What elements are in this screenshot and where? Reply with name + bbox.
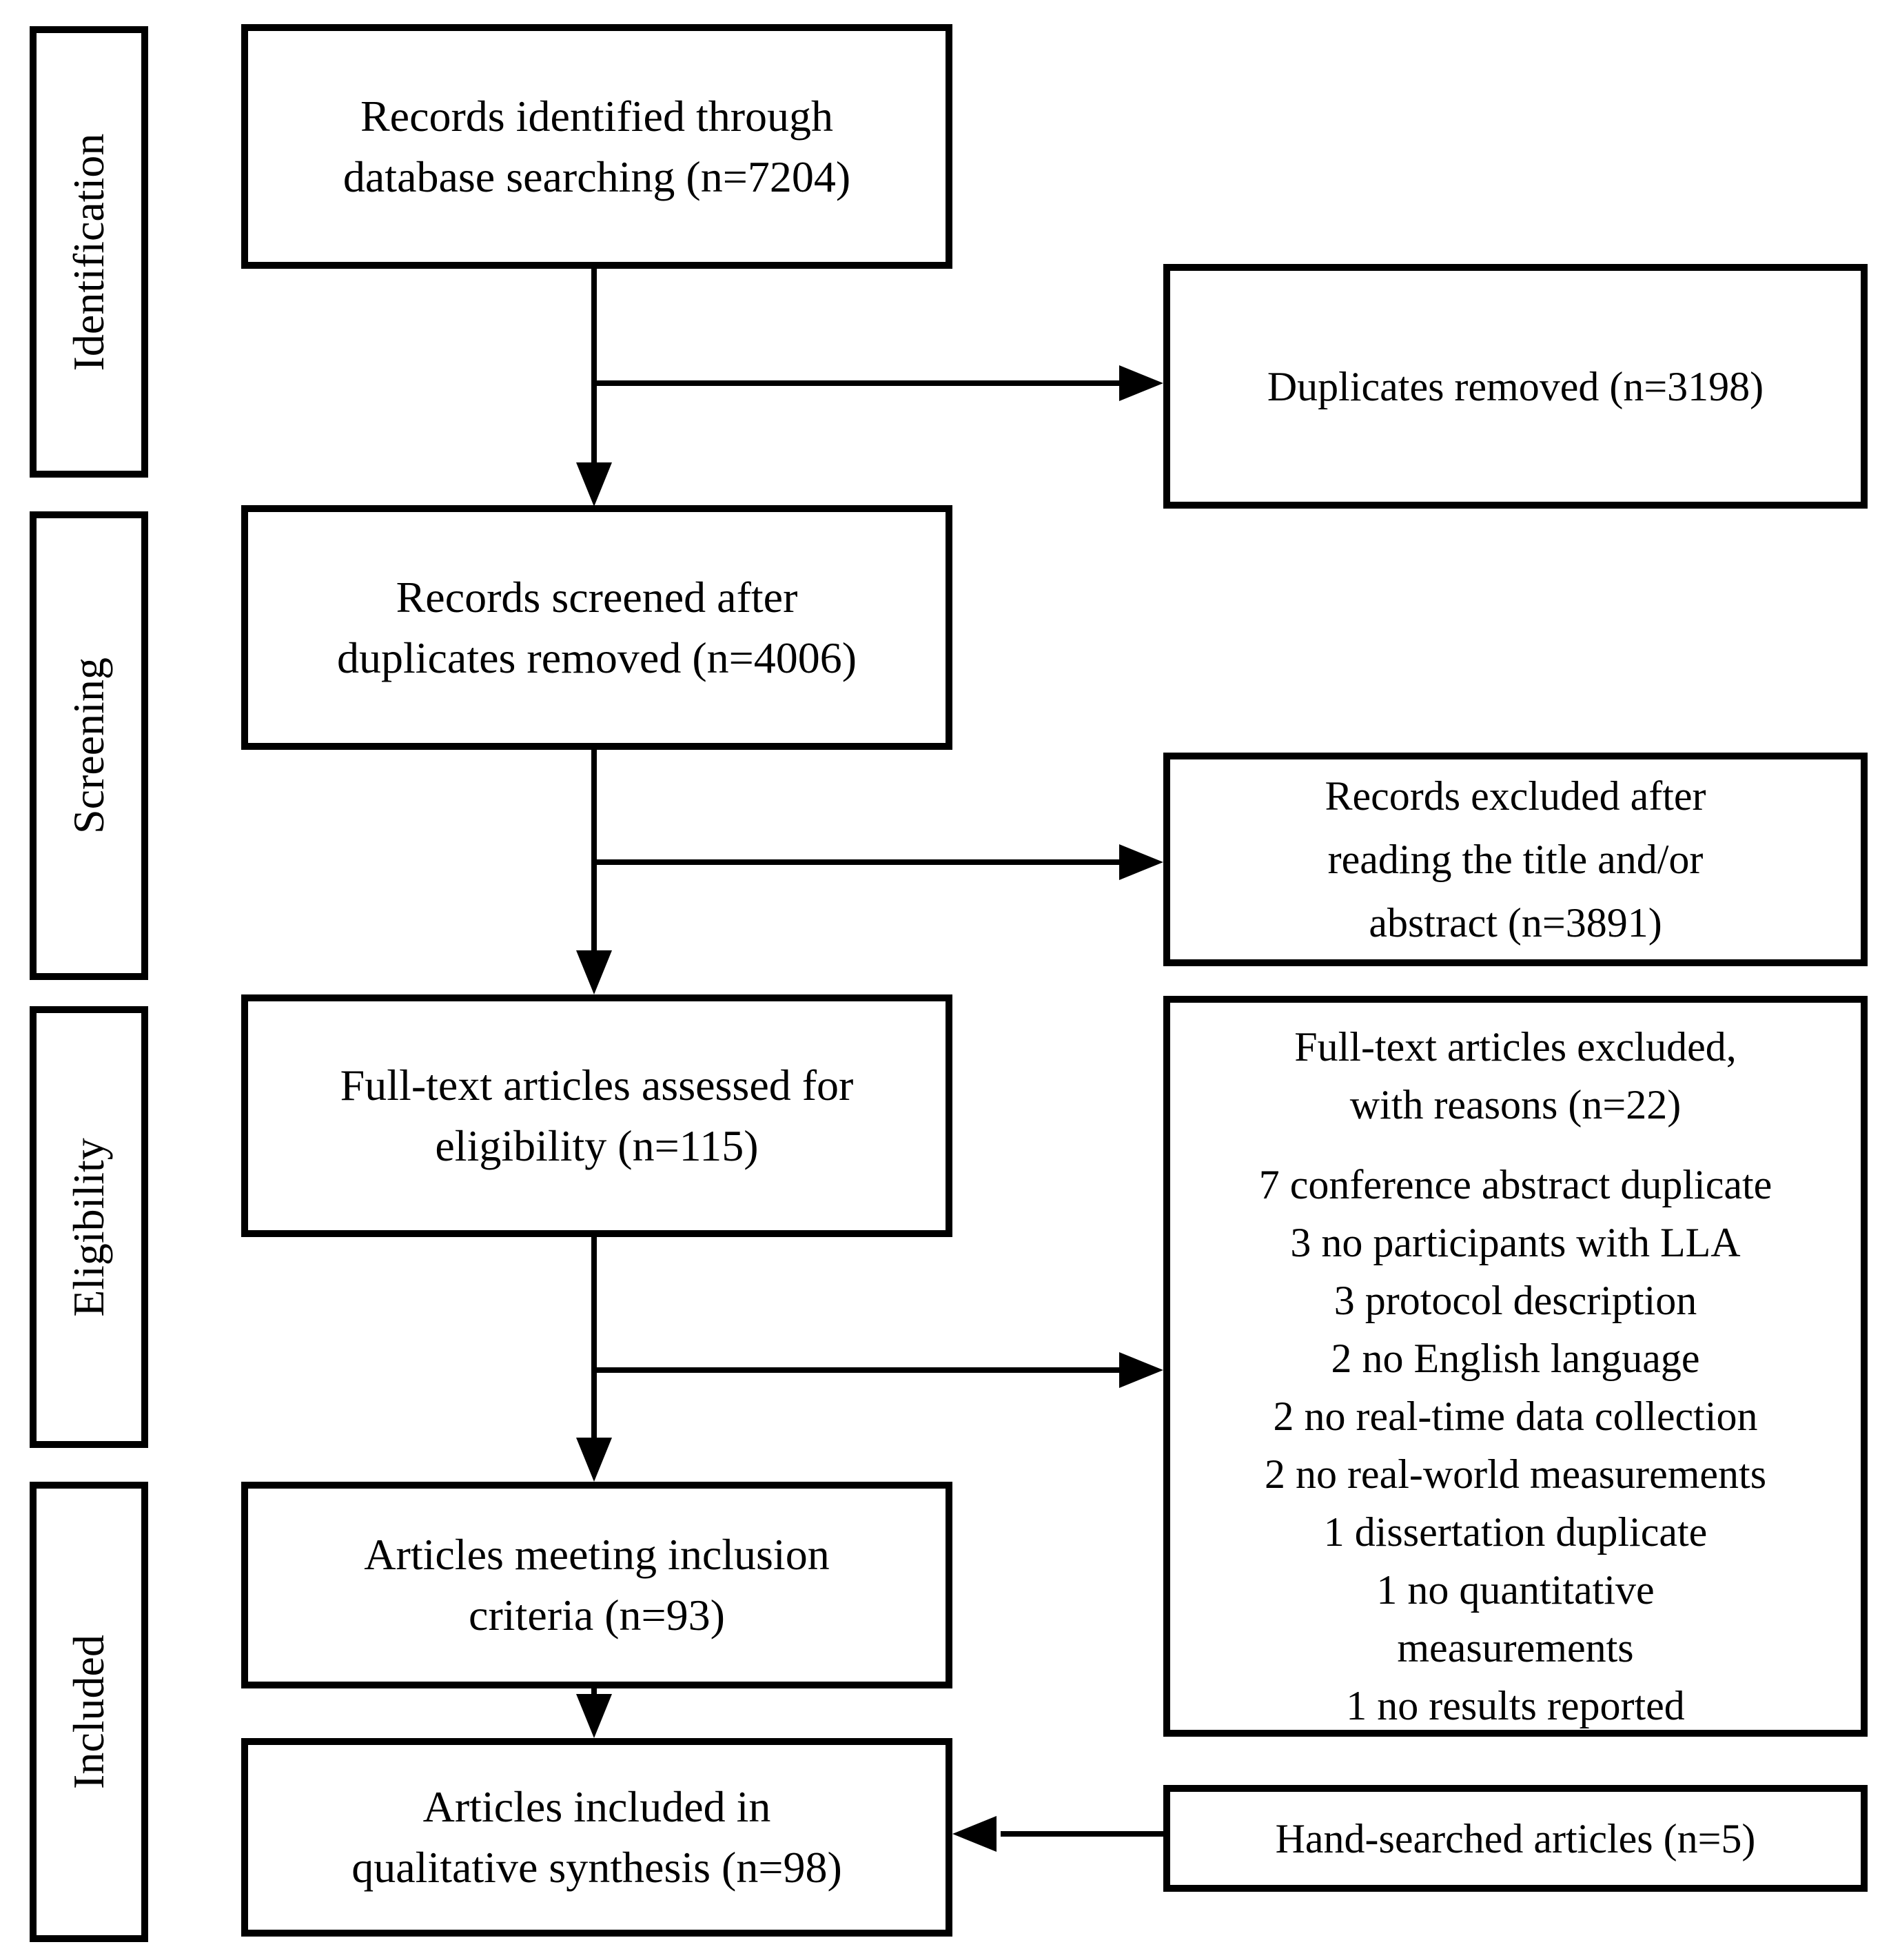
box-included-synthesis-line2: qualitative synthesis (n=98) [351,1843,842,1892]
exclusion-reason: 3 no participants with LLA [1290,1220,1741,1265]
connector-branch-to-duplicates [591,380,1123,386]
box-included-synthesis-line1: Articles included in [422,1782,771,1831]
fulltext-excluded-header-line1: Full-text articles excluded, [1294,1024,1737,1070]
exclusion-reason: 1 no quantitative [1376,1567,1655,1613]
exclusion-reason: 2 no real-time data collection [1273,1394,1758,1439]
stage-box-screening: Screening [30,511,148,980]
box-fulltext-excluded: Full-text articles excluded, with reason… [1163,996,1868,1737]
box-hand-searched-line1: Hand-searched articles (n=5) [1275,1815,1756,1861]
arrowhead-down-into-inclusion [576,1438,612,1482]
box-duplicates-removed-line1: Duplicates removed (n=3198) [1267,363,1764,409]
connector-stem-inclusion-to-synthesis [591,1688,597,1697]
box-meeting-inclusion-line2: criteria (n=93) [469,1591,725,1640]
box-records-identified-line2: database searching (n=7204) [343,152,851,201]
connector-branch-to-records-excluded [591,859,1123,865]
fulltext-excluded-header-line2: with reasons (n=22) [1349,1082,1682,1127]
arrowhead-right-into-fulltext-excluded [1119,1352,1163,1388]
box-meeting-inclusion-line1: Articles meeting inclusion [364,1530,830,1579]
box-duplicates-removed: Duplicates removed (n=3198) [1163,264,1868,509]
arrowhead-left-into-synthesis [952,1816,997,1852]
box-included-synthesis: Articles included in qualitative synthes… [241,1738,952,1937]
exclusion-reason: measurements [1397,1625,1634,1671]
stage-label-screening: Screening [64,657,113,834]
fulltext-excluded-reasons: 7 conference abstract duplicate 3 no par… [1259,1156,1772,1735]
box-fulltext-assessed-line1: Full-text articles assessed for [340,1061,854,1110]
box-records-identified: Records identified through database sear… [241,24,952,269]
box-records-screened-line1: Records screened after [396,572,798,622]
arrowhead-right-into-records-excluded [1119,844,1163,880]
box-records-excluded-line2: reading the title and/or [1327,837,1704,882]
connector-stem-screened-to-assessed [591,750,597,950]
connector-stem-assessed-to-inclusion [591,1237,597,1438]
box-meeting-inclusion: Articles meeting inclusion criteria (n=9… [241,1482,952,1688]
connector-stem-identified-to-screened [591,269,597,465]
box-records-screened-line2: duplicates removed (n=4006) [336,633,857,682]
stage-box-eligibility: Eligibility [30,1006,148,1448]
stage-label-eligibility: Eligibility [64,1137,113,1317]
connector-hand-searched-to-synthesis [1001,1831,1163,1837]
exclusion-reason: 2 no real-world measurements [1264,1451,1767,1497]
stage-box-included: Included [30,1482,148,1942]
fulltext-excluded-header: Full-text articles excluded, with reason… [1294,1018,1736,1134]
exclusion-reason: 1 no results reported [1346,1683,1685,1728]
box-fulltext-assessed: Full-text articles assessed for eligibil… [241,994,952,1237]
arrowhead-down-into-synthesis [576,1694,612,1738]
arrowhead-down-into-screened [576,462,612,507]
exclusion-reason: 1 dissertation duplicate [1323,1509,1708,1555]
connector-branch-to-fulltext-excluded [591,1367,1123,1373]
stage-label-identification: Identification [64,133,113,371]
stage-label-included: Included [64,1635,113,1789]
arrowhead-down-into-assessed [576,950,612,994]
exclusion-reason: 2 no English language [1331,1336,1700,1381]
box-records-identified-line1: Records identified through [360,91,834,141]
arrowhead-right-into-duplicates [1119,365,1163,401]
stage-box-identification: Identification [30,26,148,478]
box-records-excluded-line3: abstract (n=3891) [1369,900,1662,946]
box-fulltext-assessed-line2: eligibility (n=115) [435,1121,759,1170]
box-records-screened: Records screened after duplicates remove… [241,505,952,750]
box-records-excluded: Records excluded after reading the title… [1163,753,1868,966]
exclusion-reason: 7 conference abstract duplicate [1258,1162,1772,1207]
exclusion-reason: 3 protocol description [1334,1278,1697,1323]
box-hand-searched: Hand-searched articles (n=5) [1163,1785,1868,1892]
box-records-excluded-line1: Records excluded after [1325,773,1706,819]
